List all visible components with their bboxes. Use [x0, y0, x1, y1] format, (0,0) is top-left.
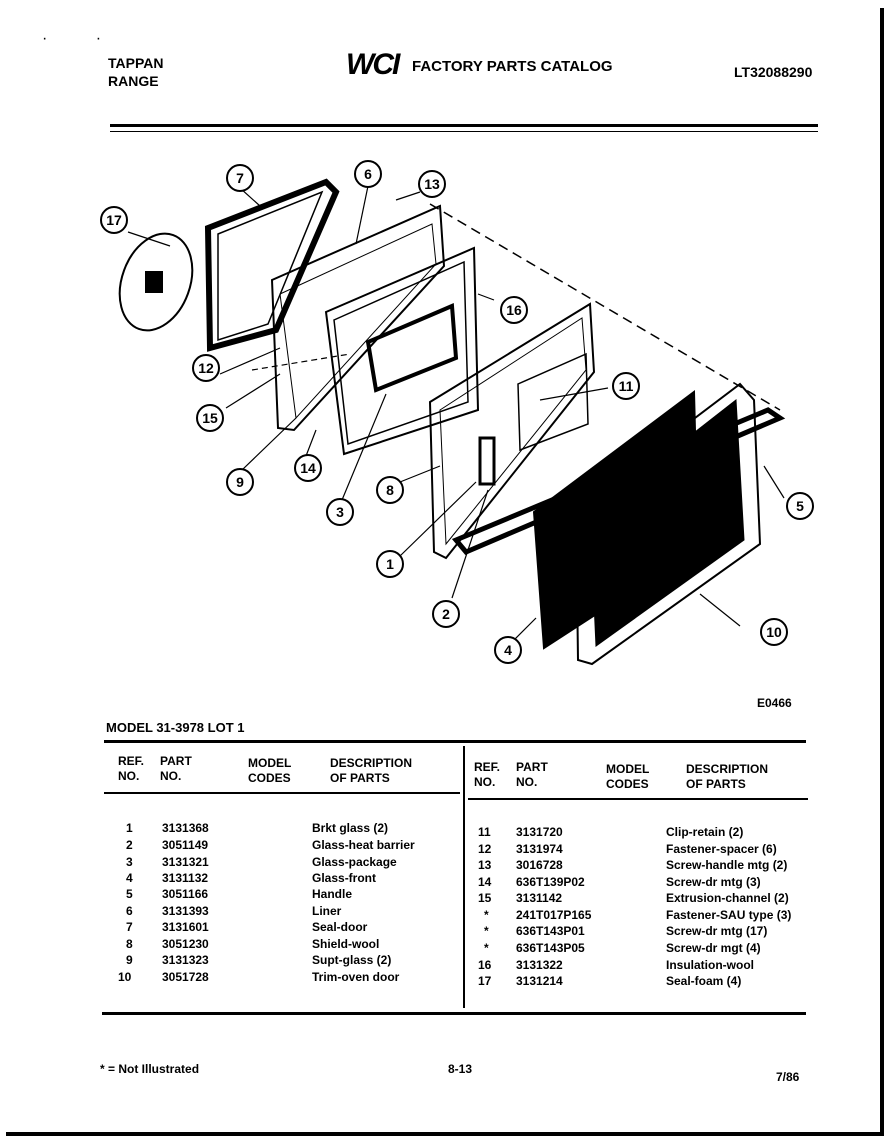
shield-wool-part [428, 302, 596, 560]
brand-line-2: RANGE [108, 73, 159, 89]
svg-text:14: 14 [300, 460, 316, 476]
svg-text:1: 1 [386, 556, 394, 572]
callout-13: 13 [418, 170, 446, 198]
callout-11: 11 [612, 372, 640, 400]
seal-door-part [204, 178, 340, 352]
svg-text:6: 6 [364, 166, 372, 182]
right-header-rule [468, 798, 808, 800]
svg-text:11: 11 [619, 378, 634, 394]
svg-text:5: 5 [796, 498, 804, 514]
header-rule [110, 124, 818, 127]
callout-5: 5 [786, 492, 814, 520]
callout-17: 17 [100, 206, 128, 234]
wci-logo: WCI [346, 48, 400, 81]
glass-package-part [324, 246, 480, 456]
exploded-door-diagram: 1 2 3 4 5 6 7 8 9 10 11 12 13 14 15 16 1… [100, 160, 814, 666]
svg-text:3: 3 [336, 504, 344, 520]
handle-part [451, 407, 786, 556]
brand-line-1: TAPPAN [108, 55, 164, 71]
callout-10: 10 [760, 618, 788, 646]
header-rule-thin [110, 131, 818, 132]
catalog-title: FACTORY PARTS CATALOG [412, 58, 613, 75]
callout-16: 16 [500, 296, 528, 324]
right-ref-header: REF.NO. [474, 760, 501, 789]
table-center-divider [463, 746, 465, 1008]
scan-specks: · · [42, 30, 124, 47]
callout-7: 7 [226, 164, 254, 192]
svg-text:10: 10 [766, 624, 782, 640]
svg-text:8: 8 [386, 482, 394, 498]
foam-swatch [145, 271, 163, 293]
trim-oven-door-part [574, 382, 762, 666]
svg-text:15: 15 [202, 410, 218, 426]
page-frame [6, 8, 884, 1136]
table-bottom-rule [102, 1012, 806, 1015]
callout-3: 3 [326, 498, 354, 526]
footnote: * = Not Illustrated [100, 1062, 200, 1076]
svg-text:17: 17 [106, 212, 122, 228]
callout-12: 12 [192, 354, 220, 382]
revision-date: 7/86 [776, 1070, 800, 1084]
seal-foam-part [118, 232, 194, 332]
svg-text:4: 4 [504, 642, 512, 658]
svg-text:13: 13 [424, 176, 440, 192]
svg-text:2: 2 [442, 606, 450, 622]
svg-text:16: 16 [506, 302, 522, 318]
callout-9: 9 [226, 468, 254, 496]
callout-8: 8 [376, 476, 404, 504]
catalog-code: LT32088290 [734, 64, 813, 80]
callout-6: 6 [354, 160, 382, 188]
svg-text:9: 9 [236, 474, 244, 490]
callout-4: 4 [494, 636, 522, 664]
callout-15: 15 [196, 404, 224, 432]
left-header-rule [104, 792, 460, 794]
callout-1: 1 [376, 550, 404, 578]
callout-14: 14 [294, 454, 322, 482]
diagram-code: E0466 [757, 696, 792, 710]
svg-text:12: 12 [198, 360, 214, 376]
callout-2: 2 [432, 600, 460, 628]
liner-part [270, 204, 446, 432]
left-ref-header: REF.NO. [118, 754, 145, 783]
table-top-rule [104, 740, 806, 743]
model-line: MODEL 31-3978 LOT 1 [106, 720, 245, 735]
svg-text:7: 7 [236, 170, 244, 186]
page-number: 8-13 [448, 1062, 473, 1076]
brand-block: TAPPAN RANGE [108, 54, 163, 90]
